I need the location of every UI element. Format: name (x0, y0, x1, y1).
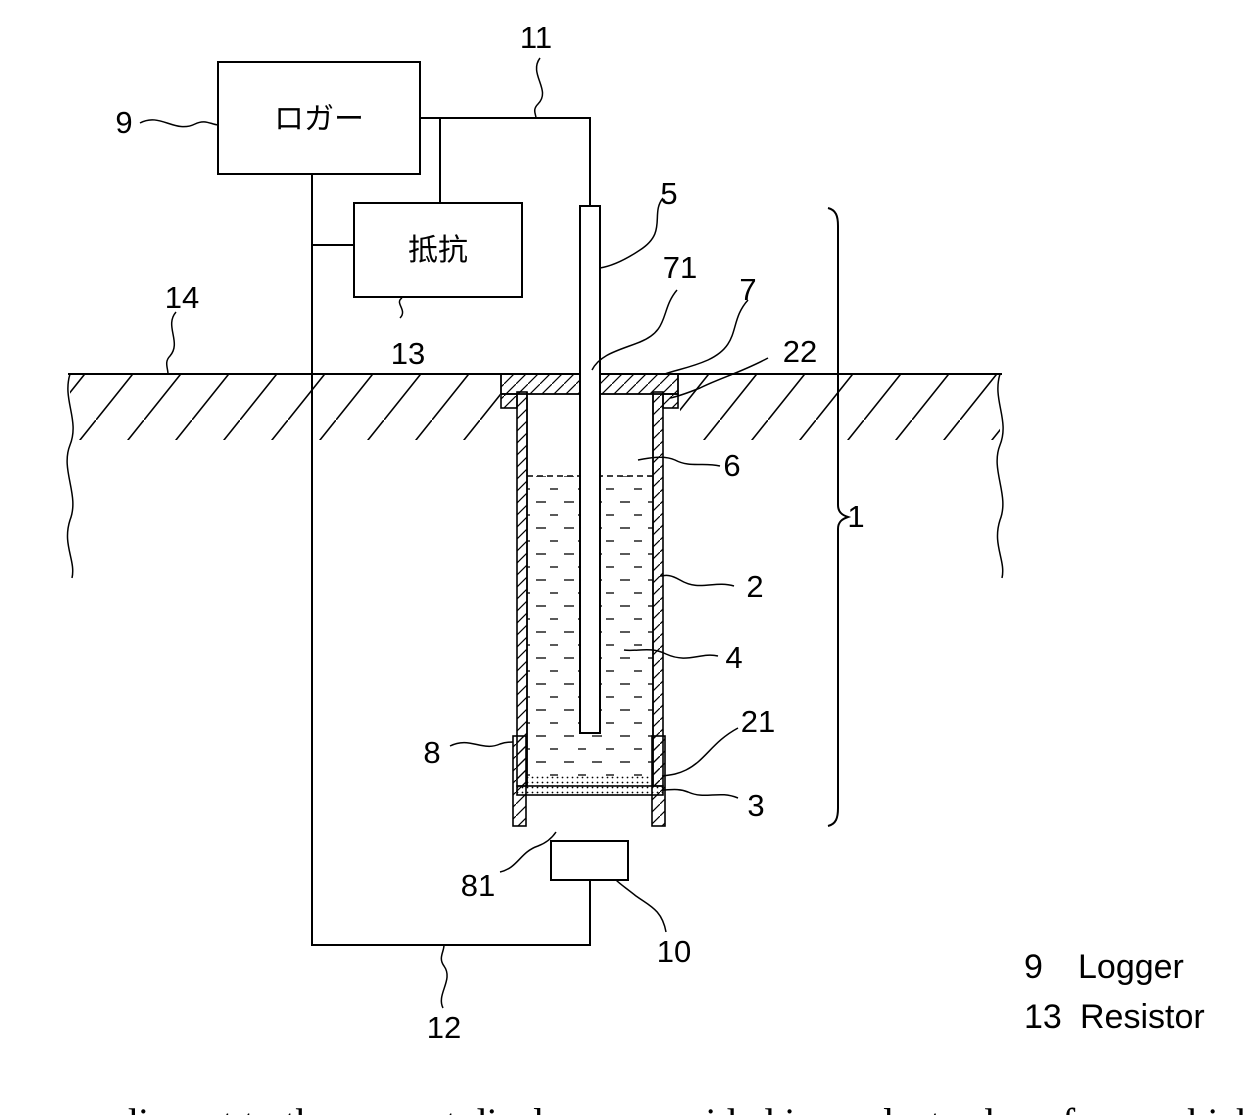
logger-label: ロガー (274, 102, 364, 137)
resistor-box: 抵抗 (354, 203, 522, 297)
legend-num-13: 13 (1024, 998, 1062, 1036)
ref-1: 1 (847, 499, 864, 534)
legend-num-9: 9 (1024, 948, 1043, 986)
legend: 9 Logger 13 Resistor (1024, 948, 1205, 1036)
membrane-3 (517, 786, 663, 795)
ref-2: 2 (746, 569, 763, 604)
ref-4: 4 (725, 640, 742, 675)
ref-7: 7 (739, 272, 756, 307)
caption-fragment: ...adjacent to the current display ... p… (70, 1100, 1244, 1115)
ref-5: 5 (660, 176, 677, 211)
container-wall-right (653, 392, 663, 786)
sensor-10 (551, 841, 628, 880)
ref-13: 13 (391, 336, 425, 371)
ref-11: 11 (520, 20, 552, 55)
electrode-5 (580, 206, 600, 733)
legend-text-resistor: Resistor (1080, 998, 1205, 1036)
legend-text-logger: Logger (1078, 948, 1184, 986)
logger-box: ロガー (218, 62, 420, 174)
ref-71: 71 (663, 250, 697, 285)
wire-11 (420, 118, 590, 207)
container-wall-left (517, 392, 527, 786)
sediment (527, 776, 653, 786)
ref-8: 8 (423, 735, 440, 770)
bracket-1 (828, 208, 848, 826)
ref-6: 6 (723, 448, 740, 483)
ref-12: 12 (427, 1010, 461, 1045)
lid-lip-left (501, 394, 517, 408)
ref-81: 81 (461, 868, 495, 903)
ref-21: 21 (741, 704, 775, 739)
ref-10: 10 (657, 934, 691, 969)
ref-3: 3 (747, 788, 764, 823)
ref-9: 9 (115, 105, 132, 140)
ref-14: 14 (165, 280, 199, 315)
ref-22: 22 (783, 334, 817, 369)
resistor-label: 抵抗 (408, 233, 468, 268)
